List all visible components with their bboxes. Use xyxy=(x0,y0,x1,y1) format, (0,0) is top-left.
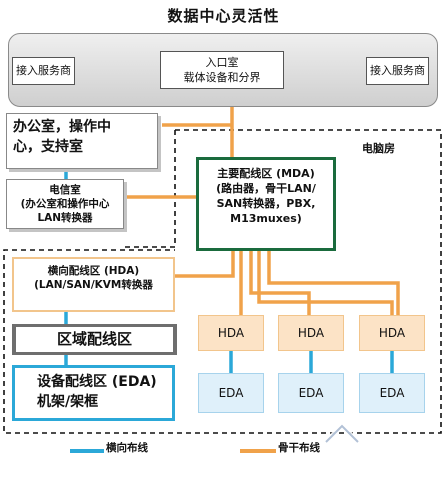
zone-label: 区域配线区 xyxy=(16,327,173,352)
computer-room-boundary-inner xyxy=(124,130,176,248)
eda-main-line1: 设备配线区 (EDA) xyxy=(37,374,157,390)
office-line1: 办公室，操作中 xyxy=(13,119,111,135)
backbone-mda-hda3 xyxy=(257,251,394,315)
mda-line3: SAN转换器，PBX, xyxy=(216,197,316,210)
watermark-house-icon xyxy=(324,422,360,444)
zone-box: 区域配线区 xyxy=(12,324,177,355)
legend-backbone-label: 骨干布线 xyxy=(278,442,320,454)
eda-main-line2: 机架/架框 xyxy=(37,394,99,410)
mda-line2: (路由器，骨干LAN/ xyxy=(216,182,316,195)
eda-box-2: EDA xyxy=(278,373,344,413)
telecom-line2: (办公室和操作中心 xyxy=(20,198,110,210)
eda-box-1: EDA xyxy=(198,373,264,413)
telecom-room: 电信室 (办公室和操作中心 LAN转换器 xyxy=(6,179,124,229)
entrance-room-name: 入口室 xyxy=(205,56,239,69)
hda-box-2: HDA xyxy=(278,315,344,351)
computer-room-boundary xyxy=(3,129,442,434)
hda-main-line2: (LAN/SAN/KVM转换器 xyxy=(34,279,153,291)
eda-main-box: 设备配线区 (EDA) 机架/架框 xyxy=(12,365,175,421)
provider-left: 接入服务商 xyxy=(12,57,75,85)
office-box: 办公室，操作中 心，支持室 xyxy=(6,113,158,169)
entrance-room: 入口室 载体设备和分界 xyxy=(160,51,284,89)
eda-box-3: EDA xyxy=(359,373,425,413)
telecom-line1: 电信室 xyxy=(49,184,81,196)
office-line2: 心，支持室 xyxy=(13,139,83,155)
entrance-room-desc: 载体设备和分界 xyxy=(183,71,261,84)
telecom-line3: LAN转换器 xyxy=(37,212,93,224)
computer-room-label: 电脑房 xyxy=(362,142,395,155)
backbone-mda-hda3b xyxy=(267,251,400,315)
backbone-mda-hda xyxy=(175,251,235,278)
hda-box-3: HDA xyxy=(359,315,425,351)
hda-main-line1: 横向配线区 (HDA) xyxy=(47,265,140,277)
mda-box: 主要配线区 (MDA) (路由器，骨干LAN/ SAN转换器，PBX, M13m… xyxy=(196,157,336,251)
mda-line4: M13muxes) xyxy=(230,212,302,225)
mda-line1: 主要配线区 (MDA) xyxy=(217,167,315,180)
provider-right: 接入服务商 xyxy=(366,57,429,85)
page-title: 数据中心灵活性 xyxy=(167,7,280,25)
legend-horizontal-label: 横向布线 xyxy=(106,442,148,454)
backbone-mda-hda2 xyxy=(249,251,311,315)
hda-box-1: HDA xyxy=(198,315,264,351)
hda-main-box: 横向配线区 (HDA) (LAN/SAN/KVM转换器 xyxy=(12,257,175,312)
